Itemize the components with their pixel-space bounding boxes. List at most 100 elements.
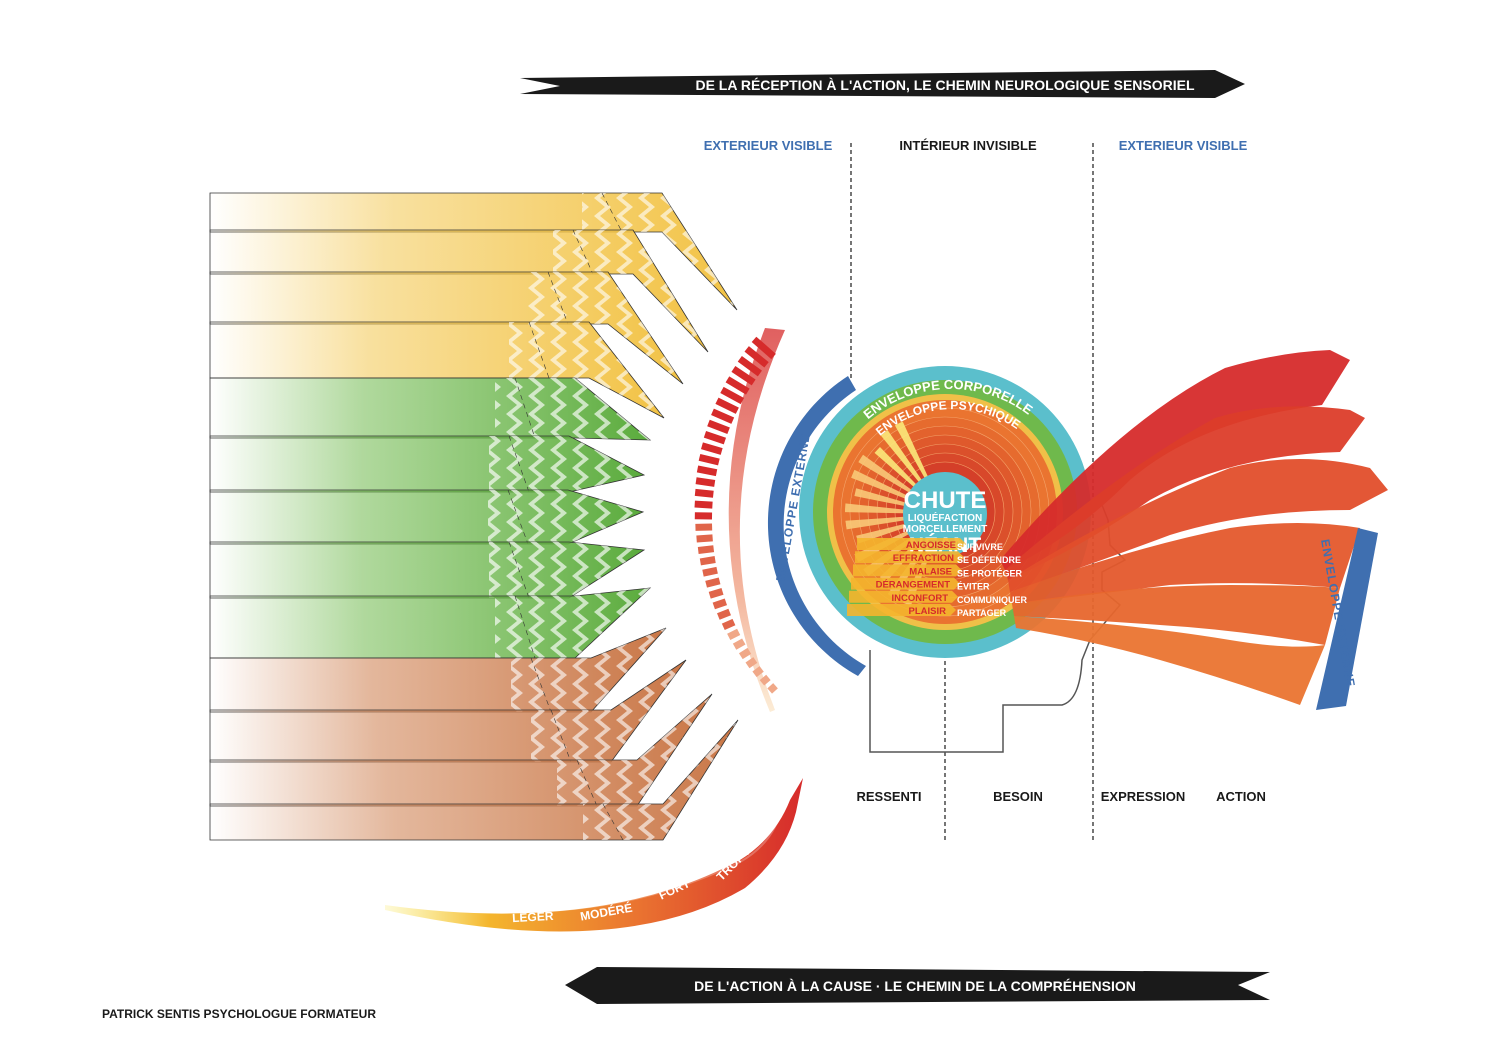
column-action: ACTION (1216, 789, 1266, 804)
arc-bar (694, 500, 713, 509)
need-label: SURVIVRE (957, 542, 1003, 552)
arc-bar (707, 419, 730, 435)
stimulus-band-seam (508, 435, 530, 493)
arc-bar (759, 674, 771, 686)
stimulus-band-seam (602, 803, 624, 841)
arc-bar (694, 512, 713, 520)
arc-bar (737, 355, 762, 377)
arc-bar (695, 523, 713, 531)
stimulus-band-chevrons (531, 660, 686, 762)
feelings-list: ANGOISSE EFFRACTION MALAISE DÉRANGEMENT INCO… (847, 538, 966, 617)
arc-bar (721, 618, 736, 631)
feeling-label: DÉRANGEMENT (876, 580, 951, 591)
feeling-label: MALAISE (909, 566, 952, 577)
action-plume (1010, 523, 1360, 604)
arc-band (728, 328, 785, 712)
arc-bar (695, 477, 716, 487)
feeling-label: INCONFORT (892, 593, 949, 604)
arc-bar (694, 488, 714, 498)
arc-bar (725, 376, 750, 395)
need-label: SE DÉFENDRE (957, 555, 1021, 565)
stimulus-band-seam (547, 271, 569, 325)
arc-bar (727, 628, 741, 641)
feeling-arrow (855, 551, 964, 564)
action-plume (1014, 616, 1325, 705)
arc-bar (699, 556, 716, 566)
arc-bar (712, 598, 728, 610)
arc-bar (744, 346, 769, 368)
stimulus-band-seam (514, 595, 536, 659)
feeling-label: PLAISIR (909, 606, 947, 617)
arc-bar (738, 647, 752, 660)
feeling-arrow (851, 577, 960, 590)
author-credit: PATRICK SENTIS PSYCHOLOGUE FORMATEUR (102, 1007, 376, 1021)
core-circle (903, 472, 987, 556)
bottom-banner-text: DE L'ACTION À LA CAUSE · LE CHEMIN DE LA… (694, 978, 1136, 994)
stimulus-band-chevrons (489, 436, 644, 492)
arc-bar (708, 588, 724, 599)
arc-bar (717, 608, 731, 620)
column-expression: EXPRESSION (1101, 789, 1186, 804)
need-label: PARTAGER (957, 608, 1007, 618)
stimulus-band-chevrons (495, 588, 650, 658)
stimulus-band-chevrons (583, 720, 738, 840)
arc-bar (732, 638, 746, 650)
arc-bar (700, 442, 723, 455)
feeling-label: ANGOISSE (906, 540, 956, 551)
stimulus-band-seam (508, 541, 530, 599)
stimulus-band-chevrons (528, 272, 683, 384)
intensity-leger: LÉGER (512, 908, 554, 925)
arc-bar (696, 465, 718, 477)
arc-bar (767, 683, 778, 694)
arc-bar (745, 657, 758, 669)
stimulus-band-chevrons (511, 628, 666, 712)
arc-bar (720, 386, 745, 405)
column-ressenti: RESSENTI (856, 789, 921, 804)
zone-right-outside: EXTERIEUR VISIBLE (1119, 138, 1248, 153)
intensity-arc-bars (694, 328, 785, 712)
arc-bar (715, 397, 739, 414)
feeling-arrow (853, 564, 962, 577)
arc-bar (698, 453, 720, 466)
stimulus-band-chevrons (489, 542, 644, 598)
stimulus-band-seam (530, 657, 552, 713)
core-word-chute: CHUTE (904, 487, 987, 514)
arc-bar (705, 577, 721, 588)
arc-bar (751, 336, 776, 360)
arc-bar (752, 666, 764, 678)
core-word-morcellement: MORCELLEMENT (903, 524, 987, 535)
need-label: COMMUNIQUER (957, 595, 1027, 605)
stimulus-band-seam (514, 377, 536, 439)
top-banner-text: DE LA RÉCEPTION À L'ACTION, LE CHEMIN NE… (695, 77, 1195, 93)
zone-inside: INTÉRIEUR INVISIBLE (899, 138, 1037, 153)
arc-bar (703, 431, 727, 445)
stimulus-band-seam (550, 709, 572, 763)
feeling-arrow (847, 604, 956, 616)
stimulus-band-seam (507, 489, 529, 545)
stimulus-band-chevrons (488, 490, 643, 544)
stimulus-band-chevrons (582, 193, 737, 310)
feeling-label: EFFRACTION (893, 553, 954, 564)
feeling-arrow (849, 590, 958, 603)
stimulus-band-seam (528, 321, 550, 379)
zone-left-outside: EXTERIEUR VISIBLE (704, 138, 833, 153)
feeling-arrow (857, 538, 966, 550)
core-word-liquefaction: LIQUÉFACTION (908, 511, 982, 524)
stimulus-band-chevrons (553, 230, 708, 352)
action-plume (1005, 406, 1365, 580)
arc-bar (731, 366, 756, 386)
arc-bar (696, 534, 713, 543)
bottom-banner: DE L'ACTION À LA CAUSE · LE CHEMIN DE LA… (565, 967, 1270, 1004)
action-plume (1012, 585, 1340, 645)
arc-bar (697, 545, 715, 554)
arc-bar (702, 566, 718, 577)
need-label: ÉVITER (957, 582, 990, 592)
action-plumes (1000, 350, 1388, 705)
stimulus-band-chevrons (557, 694, 712, 806)
arc-bar (711, 408, 735, 424)
stimulus-band-seam (572, 229, 594, 275)
stimulus-band-chevrons (495, 378, 650, 440)
stimulus-bands (209, 192, 739, 841)
